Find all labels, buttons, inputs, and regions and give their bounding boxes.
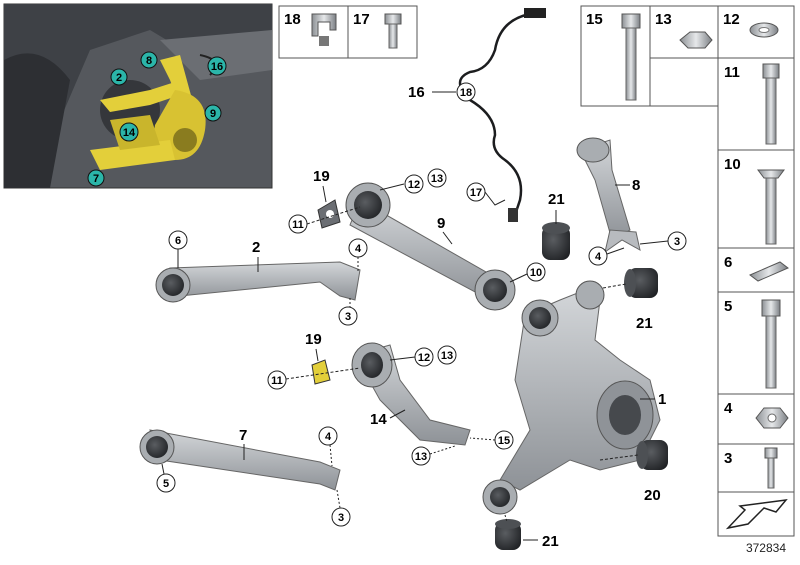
arm-7 xyxy=(139,429,341,491)
box-label-11: 11 xyxy=(724,64,740,81)
inset-lower-arm xyxy=(90,140,175,170)
hardware-column: 15 13 12 11 10 6 5 4 3 xyxy=(580,5,795,537)
label-3c: 3 xyxy=(338,512,344,524)
label-21c: 21 xyxy=(542,533,559,550)
label-18-circle: 18 xyxy=(460,87,472,99)
box-label-5: 5 xyxy=(724,298,732,315)
box-row5 xyxy=(717,291,795,395)
inset-callout-16: 16 xyxy=(211,61,223,73)
label-2: 2 xyxy=(252,239,260,256)
box-row4 xyxy=(717,247,795,293)
label-6: 6 xyxy=(175,235,181,247)
inset-vehicle-view: 2 8 16 9 14 7 xyxy=(3,3,273,189)
box-label-15: 15 xyxy=(586,11,603,28)
box-label-17: 17 xyxy=(353,11,370,28)
box-label-13: 13 xyxy=(655,11,672,28)
label-13b: 13 xyxy=(441,350,453,362)
bolt-15-shank xyxy=(625,27,637,101)
bushing-21c xyxy=(495,519,521,550)
screw-17-head xyxy=(384,13,402,25)
box-label-3: 3 xyxy=(724,450,732,467)
bracket-19b xyxy=(311,359,331,385)
label-12a: 12 xyxy=(408,179,420,191)
label-13c: 13 xyxy=(415,451,427,463)
label-3b: 3 xyxy=(345,311,351,323)
label-21a: 21 xyxy=(548,191,565,208)
bolt-5-head xyxy=(761,299,781,317)
label-11a: 11 xyxy=(292,219,304,231)
arm-8 xyxy=(576,137,641,254)
screw-17-shank xyxy=(388,23,398,49)
bolt-3-head xyxy=(764,447,778,459)
label-19a: 19 xyxy=(313,168,330,185)
box-18-17: 18 17 xyxy=(278,5,418,59)
sensor-connector xyxy=(524,8,546,18)
inset-callouts: 2 8 16 9 14 7 xyxy=(87,51,227,187)
label-8: 8 xyxy=(632,177,640,194)
inset-wheel-arch xyxy=(4,53,70,189)
clip-part-18 xyxy=(311,13,337,37)
box-label-4: 4 xyxy=(724,400,733,417)
direction-arrow-icon xyxy=(725,499,788,530)
inset-subframe xyxy=(160,30,272,80)
box-row3 xyxy=(717,149,795,249)
doc-id: 372834 xyxy=(746,541,786,555)
inset-upper-arm xyxy=(100,82,180,112)
box-label-10: 10 xyxy=(724,156,741,173)
sensor-head xyxy=(508,208,518,222)
label-13a: 13 xyxy=(431,173,443,185)
label-4a: 4 xyxy=(595,251,602,263)
label-19b: 19 xyxy=(305,331,322,348)
label-16: 16 xyxy=(408,84,425,101)
label-20: 20 xyxy=(644,487,661,504)
label-1: 1 xyxy=(658,391,666,408)
bushing-21a xyxy=(542,222,570,260)
label-10: 10 xyxy=(530,267,542,279)
box-label-18: 18 xyxy=(284,11,301,28)
box-label-6: 6 xyxy=(724,254,732,271)
bushing-20 xyxy=(636,440,668,470)
bushing-21b xyxy=(624,268,658,298)
label-21b: 21 xyxy=(636,315,653,332)
label-12b: 12 xyxy=(418,352,430,364)
label-9: 9 xyxy=(437,215,445,232)
label-4b: 4 xyxy=(355,243,362,255)
bolt-10-shank xyxy=(765,177,777,245)
box-label-12: 12 xyxy=(723,11,740,28)
label-14: 14 xyxy=(370,411,387,428)
arm-14 xyxy=(351,342,471,446)
inset-callout-14: 14 xyxy=(123,127,136,139)
arm-9 xyxy=(345,182,516,311)
clip-part-18-foot xyxy=(319,36,329,46)
label-4c: 4 xyxy=(325,431,332,443)
arm-2 xyxy=(155,261,361,303)
bolt-11-head xyxy=(762,63,780,79)
box-row7 xyxy=(717,443,795,493)
bolt-5-shank xyxy=(765,315,777,389)
bolt-10-plate xyxy=(757,169,785,179)
nut-13-part xyxy=(679,31,713,49)
inset-callout-9: 9 xyxy=(210,108,216,120)
label-11b: 11 xyxy=(271,375,283,387)
inset-callout-7: 7 xyxy=(93,173,99,185)
label-3a: 3 xyxy=(674,236,680,248)
label-5: 5 xyxy=(163,478,169,490)
bolt-11-shank xyxy=(765,77,777,145)
wheel-carrier-1 xyxy=(482,280,661,515)
label-7: 7 xyxy=(239,427,247,444)
label-15: 15 xyxy=(498,435,510,447)
inset-hub xyxy=(173,128,197,152)
label-17-circle: 17 xyxy=(470,187,482,199)
box-row2 xyxy=(717,57,795,151)
inset-callout-8: 8 xyxy=(146,55,152,67)
plate-6-part xyxy=(749,261,789,282)
inset-callout-2: 2 xyxy=(116,72,122,84)
bolt-15-head xyxy=(621,13,641,29)
bolt-3-shank xyxy=(767,457,775,489)
